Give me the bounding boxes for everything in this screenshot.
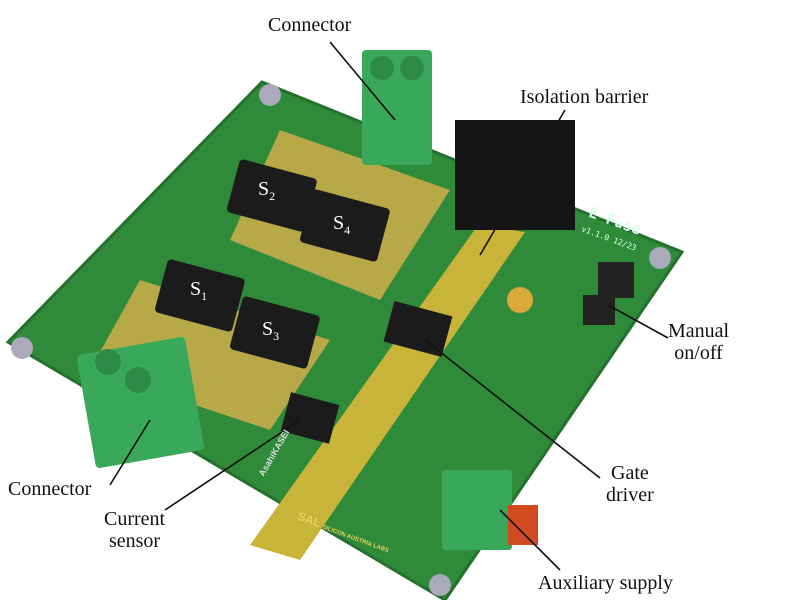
label-isolation-barrier: Isolation barrier — [520, 86, 649, 108]
copper-pad-region — [90, 280, 330, 430]
switch-s3 — [230, 296, 320, 369]
switch-label-s1: S1 — [190, 278, 208, 303]
connector-top-terminal — [370, 56, 394, 80]
leader-line-connector-left — [109, 419, 151, 486]
aux-connector — [442, 470, 512, 550]
label-connector-left: Connector — [8, 478, 92, 500]
switch-label-s2: S2 — [258, 178, 276, 203]
manual-button — [583, 295, 615, 325]
connector-top-terminal — [400, 56, 424, 80]
isolation-transformer — [455, 120, 575, 230]
manual-button — [598, 262, 634, 298]
leader-line-manual-onoff — [607, 304, 669, 339]
switch-label-s4: S4 — [333, 212, 351, 237]
leader-line-connector-top — [329, 41, 396, 121]
current-sensor-chip — [280, 392, 340, 444]
aux-supply-plug — [508, 505, 538, 545]
sma-connector — [507, 287, 533, 313]
mounting-screw — [649, 247, 671, 269]
leader-line-gate-driver — [424, 339, 601, 479]
connector-left-terminal — [95, 349, 121, 375]
switch-label-s3: S3 — [262, 318, 280, 343]
leader-line-aux-supply — [499, 509, 561, 571]
label-connector-top: Connector — [268, 14, 352, 36]
mounting-screw — [259, 84, 281, 106]
connector-left-body — [76, 336, 204, 469]
leader-line-isolation-barrier — [479, 109, 566, 256]
mounting-screw — [11, 337, 33, 359]
mounting-screw — [429, 574, 451, 596]
connector-left-terminal — [125, 367, 151, 393]
gate-driver-chip — [383, 300, 453, 358]
switch-s2 — [227, 159, 317, 232]
switch-s1 — [155, 259, 245, 332]
label-auxiliary-supply: Auxiliary supply — [538, 572, 673, 594]
switch-s4 — [300, 189, 390, 262]
isolation-barrier-strip — [250, 225, 525, 560]
leader-lines — [109, 41, 669, 571]
leader-line-current-sensor — [164, 419, 301, 511]
